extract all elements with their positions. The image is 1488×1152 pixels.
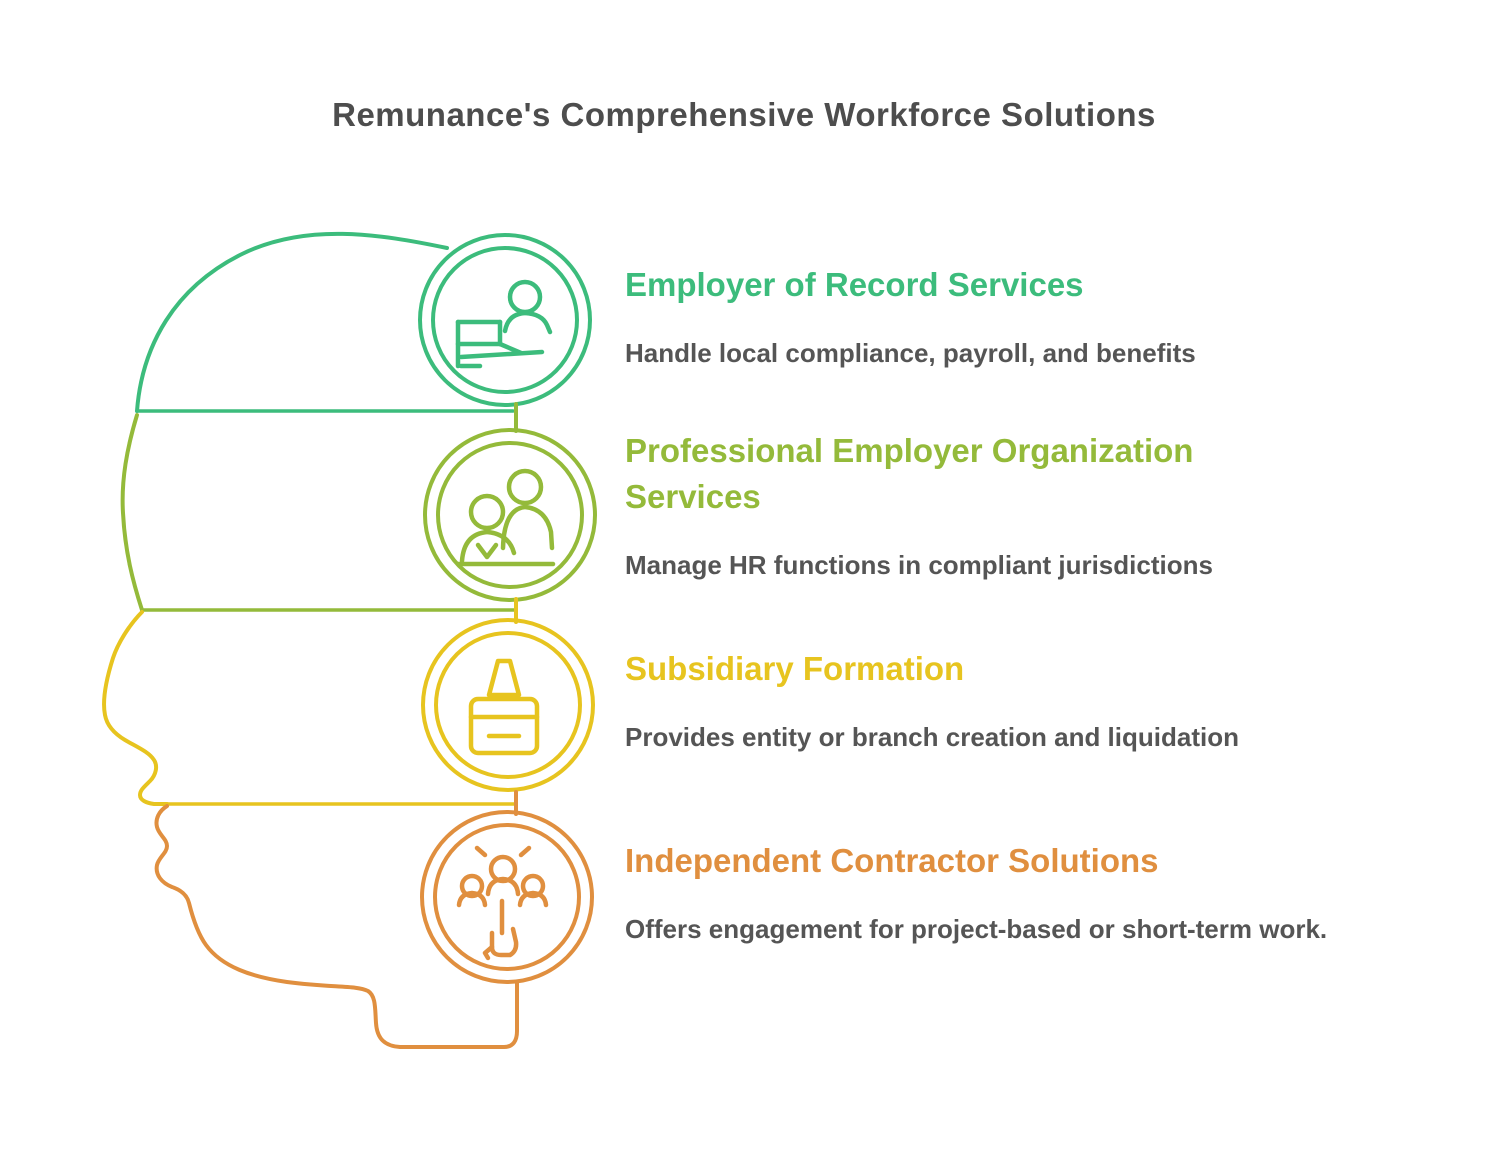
- glue-bottle-icon: [468, 658, 540, 756]
- subsidiary-outer-circle: [421, 618, 595, 792]
- subsidiary-band: [102, 597, 595, 806]
- section-description: Provides entity or branch creation and l…: [625, 722, 1239, 753]
- peo-inner-circle: [436, 441, 584, 589]
- section-heading: Professional Employer Organization Servi…: [625, 432, 1194, 516]
- section-subsidiary-formation: Subsidiary Formation Provides entity or …: [625, 646, 1455, 753]
- page-title: Remunance's Comprehensive Workforce Solu…: [332, 96, 1156, 133]
- talent-selection-icon: [456, 845, 549, 961]
- section-heading: Employer of Record Services: [625, 266, 1084, 303]
- head-forehead-outline: [120, 413, 144, 612]
- eor-band: [135, 231, 592, 413]
- eor-outer-circle: [418, 233, 592, 407]
- head-crown-outline: [135, 231, 449, 413]
- subsidiary-inner-circle: [434, 631, 582, 779]
- person-flag-icon: [455, 279, 553, 369]
- section-peo: Professional Employer Organization Servi…: [625, 428, 1455, 581]
- peo-outer-circle: [423, 428, 597, 602]
- section-description: Manage HR functions in compliant jurisdi…: [625, 550, 1213, 581]
- eor-inner-circle: [431, 246, 579, 394]
- contractor-outer-circle: [420, 810, 594, 984]
- section-description: Offers engagement for project-based or s…: [625, 914, 1328, 945]
- head-jaw-neck-outline: [154, 804, 519, 1049]
- team-icon: [455, 468, 556, 567]
- head-nose-outline: [102, 610, 169, 806]
- contractor-inner-circle: [433, 823, 581, 971]
- section-heading: Subsidiary Formation: [625, 650, 965, 687]
- section-employer-of-record: Employer of Record Services Handle local…: [625, 262, 1455, 369]
- contractor-band: [154, 790, 594, 1049]
- section-heading: Independent Contractor Solutions: [625, 842, 1159, 879]
- section-independent-contractor: Independent Contractor Solutions Offers …: [625, 838, 1455, 945]
- peo-band: [120, 402, 597, 612]
- section-description: Handle local compliance, payroll, and be…: [625, 338, 1196, 369]
